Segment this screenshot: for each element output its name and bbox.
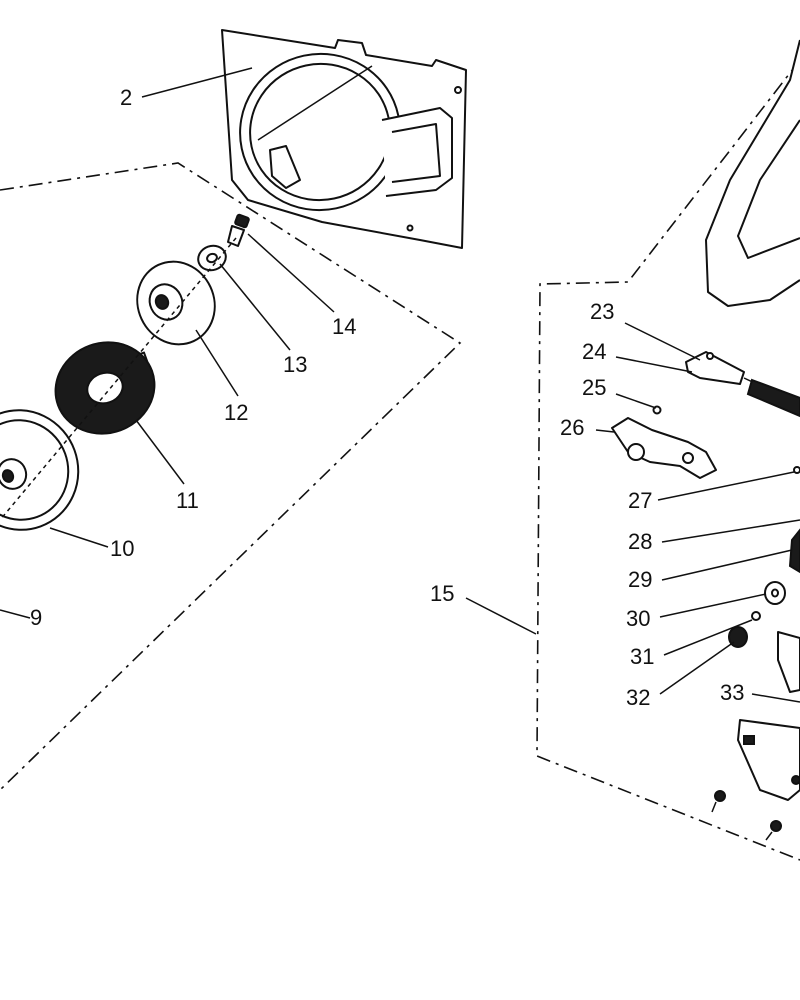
callout-14: 14: [332, 314, 356, 339]
part-10-rope-pulley: [0, 409, 80, 531]
callout-26: 26: [560, 415, 584, 440]
guide-bar: [705, 39, 800, 307]
callout-32: 32: [626, 685, 650, 710]
parts-27-29-trigger-parts: [788, 466, 800, 574]
part-11-recoil-spring: [54, 341, 156, 435]
left-group-boundary: [0, 162, 462, 791]
part-24-cable-end: [685, 351, 800, 418]
callout-13: 13: [283, 352, 307, 377]
part-13-washer: [197, 244, 227, 272]
bottom-screws: [711, 775, 800, 841]
part-31-clip: [751, 611, 761, 621]
callout-24: 24: [582, 339, 606, 364]
part-30-washer: [764, 581, 786, 605]
callout-11: 11: [176, 488, 199, 513]
callout-33: 33: [720, 680, 744, 705]
part-26-throttle-lever: [611, 417, 717, 479]
callout-31: 31: [630, 644, 654, 669]
callout-30: 30: [626, 606, 650, 631]
callout-29: 29: [628, 567, 652, 592]
callout-27: 27: [628, 488, 652, 513]
part-12-pawl-plate: [136, 260, 216, 346]
part-33-trigger-housing: [737, 631, 800, 801]
part-14-screw: [227, 213, 250, 247]
callout-25: 25: [582, 375, 606, 400]
callout-28: 28: [628, 529, 652, 554]
callout-12: 12: [224, 400, 248, 425]
callout-10: 10: [110, 536, 134, 561]
right-group-boundary: [536, 59, 800, 861]
part-2-starter-housing: [221, 29, 467, 249]
callout-2: 2: [120, 85, 132, 110]
left-assembly-axis: [0, 237, 237, 521]
callout-15: 15: [430, 581, 454, 606]
callout-23: 23: [590, 299, 614, 324]
leader-lines: [0, 67, 800, 703]
callout-9: 9: [30, 605, 42, 630]
